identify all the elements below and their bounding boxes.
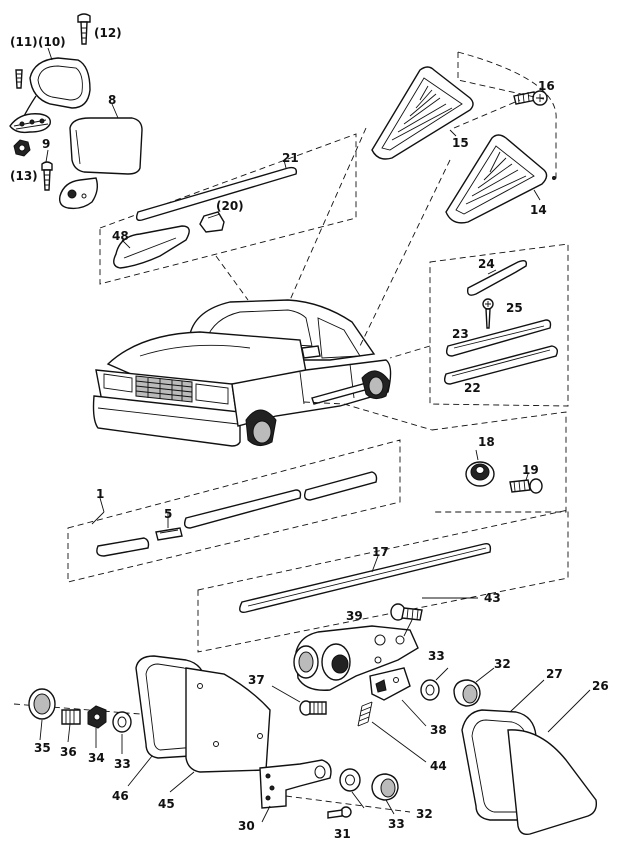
callout-48: 48: [112, 229, 129, 243]
callout-35: 35: [34, 741, 51, 755]
callout-labels: (11) (10) (12) 8 9 (13) 21 (20) 48 15 16…: [10, 26, 609, 841]
callout-21: 21: [282, 151, 299, 165]
mirror-assembly: [9, 13, 143, 210]
callout-12: (12): [94, 26, 122, 40]
callout-16: 16: [538, 79, 555, 93]
callout-14: 14: [530, 203, 547, 217]
callout-38: 38: [430, 723, 447, 737]
callout-32-right: 32: [494, 657, 511, 671]
door-trim-box: [429, 243, 569, 407]
rocker-moulding-box: [197, 509, 569, 653]
callout-33-right: 33: [428, 649, 445, 663]
upper-trim-box: [99, 133, 357, 285]
callout-5: 5: [164, 507, 172, 521]
callout-11: (11): [10, 35, 38, 49]
callout-1: 1: [96, 487, 104, 501]
callout-18: 18: [478, 435, 495, 449]
callout-19: 19: [522, 463, 539, 477]
callout-39: 39: [346, 609, 363, 623]
moulding-box: [67, 439, 401, 583]
callout-23: 23: [452, 327, 469, 341]
callout-26: 26: [592, 679, 609, 693]
callout-15: 15: [452, 136, 469, 150]
callout-10: (10): [38, 35, 66, 49]
callout-22: 22: [464, 381, 481, 395]
callout-9: 9: [42, 137, 50, 151]
callout-30: 30: [238, 819, 255, 833]
callout-33-left: 33: [114, 757, 131, 771]
fuel-door-panels-left: [127, 655, 271, 793]
callout-43: 43: [484, 591, 501, 605]
callout-36: 36: [60, 745, 77, 759]
car-body: [92, 127, 451, 447]
callout-27: 27: [546, 667, 563, 681]
callout-8: 8: [108, 93, 116, 107]
mirror-base-gasket: [9, 113, 51, 134]
callout-46: 46: [112, 789, 129, 803]
left-small-parts: [13, 688, 141, 754]
callout-32-bottom: 32: [416, 807, 433, 821]
bottom-bracket-parts: [259, 759, 411, 823]
quarter-louvre-assembly: [371, 51, 557, 224]
callout-45: 45: [158, 797, 175, 811]
callout-44: 44: [430, 759, 447, 773]
callout-34: 34: [88, 751, 105, 765]
callout-33-bottom: 33: [388, 817, 405, 831]
callout-31: 31: [334, 827, 351, 841]
fuel-door-panels-right: [461, 679, 598, 836]
callout-20: (20): [216, 199, 244, 213]
callout-17: 17: [372, 545, 389, 559]
callout-37: 37: [248, 673, 265, 687]
callout-24: 24: [478, 257, 495, 271]
grommet-screw-pair: [431, 411, 567, 513]
fuel-door-assembly: [271, 597, 495, 763]
callout-25: 25: [506, 301, 523, 315]
callout-13: (13): [10, 169, 38, 183]
